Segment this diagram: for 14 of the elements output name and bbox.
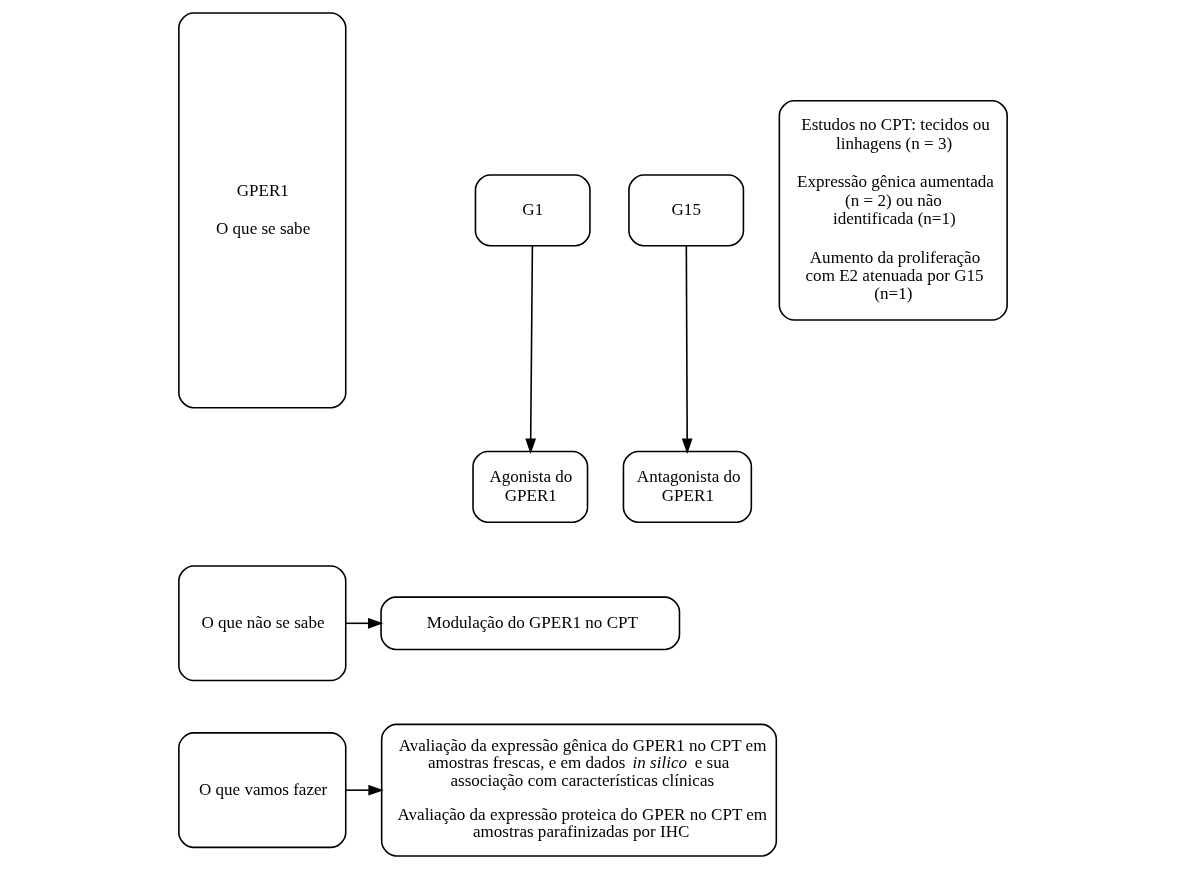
- node-box: Avaliação da expressão gênica do GPER1 no CPT em amostras frescas, e em dados in silico e sua associação com características clínicas Avaliação da expressão proteica do GPER no CPT em amostras parafinizadas por IHC: [380, 723, 777, 857]
- arrow: [524, 244, 536, 454]
- arrow: [681, 244, 693, 454]
- node-box: Agonista do GPER1: [471, 450, 588, 523]
- node-box: O que não se sabe: [177, 565, 347, 682]
- node-box: G1: [474, 174, 591, 247]
- arrow: [344, 784, 384, 796]
- node-box: Estudos no CPT: tecidos ou linhagens (n = 3) Expressão gênica aumentada (n = 2) ou não identificada (n=1) Aumento da proliferação com E2 atenuada por G15 (n=1): [778, 99, 1008, 321]
- node-box: G15: [627, 174, 744, 247]
- node-box: Modulação do GPER1 no CPT: [379, 596, 680, 651]
- node-box: O que vamos fazer: [177, 732, 347, 849]
- node-box: Antagonista do GPER1: [622, 450, 752, 523]
- arrow: [344, 617, 383, 629]
- node-box: GPER1 O que se sabe: [177, 12, 347, 409]
